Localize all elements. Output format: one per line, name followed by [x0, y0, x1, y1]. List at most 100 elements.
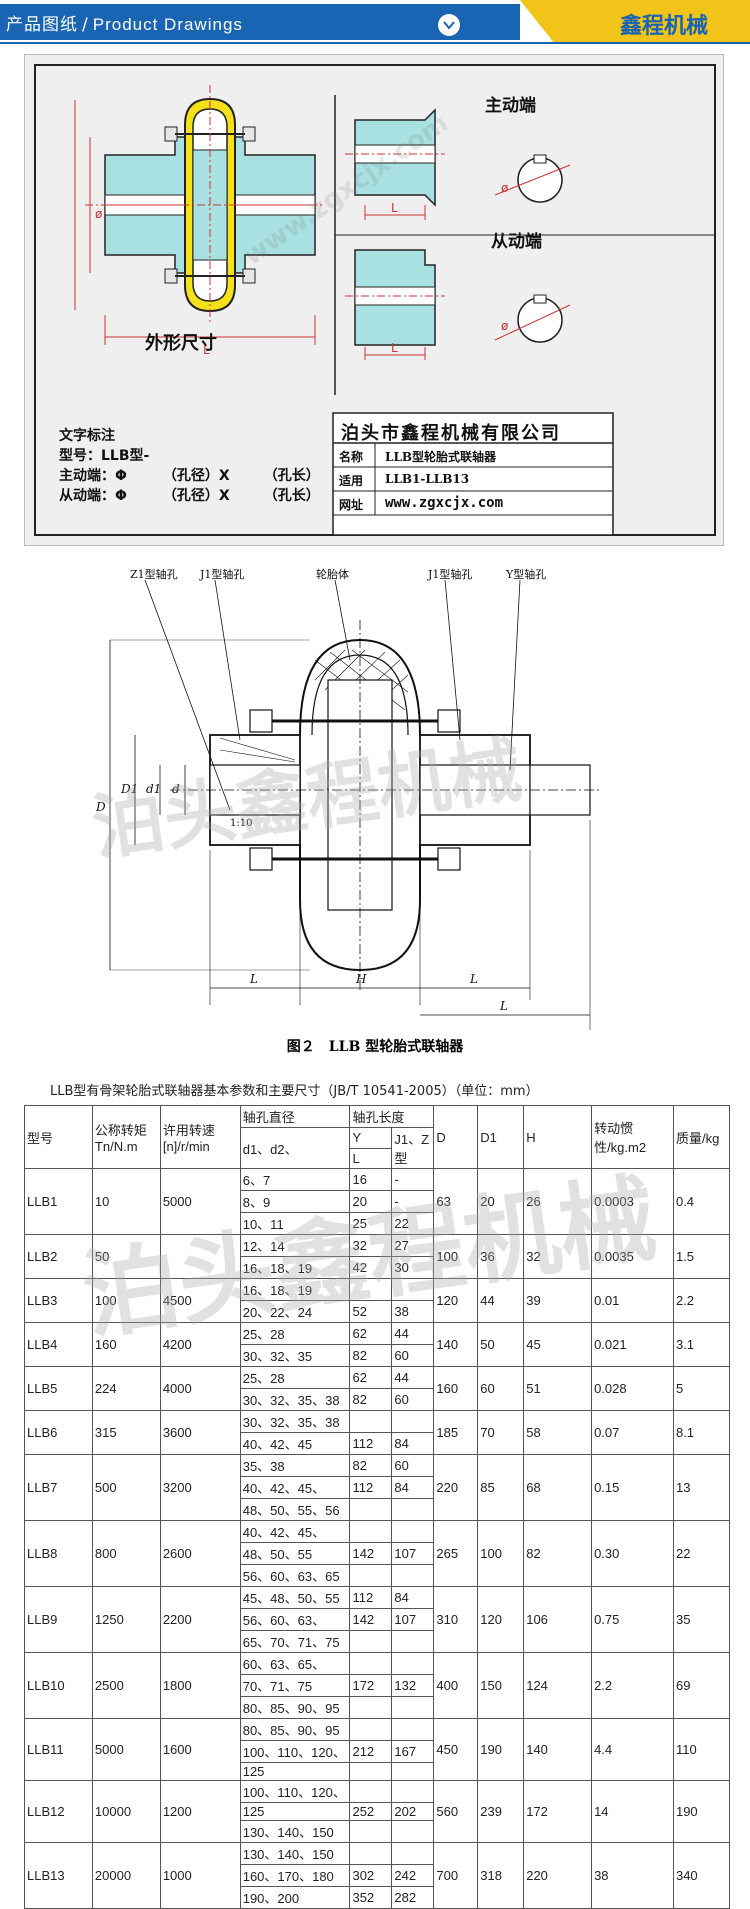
driving-line-label: 主动端： — [59, 468, 115, 484]
cell-torque: 10 — [91, 1168, 161, 1235]
cell-len-j — [391, 1718, 435, 1741]
driving-line-phi: Φ — [115, 468, 127, 484]
header-len-y: Y — [349, 1127, 393, 1149]
header-underline — [0, 42, 750, 44]
cell-len-y — [349, 1498, 393, 1521]
cell-inertia: 38 — [591, 1842, 674, 1909]
cell-torque: 50 — [91, 1234, 161, 1279]
cell-len-y: 352 — [349, 1886, 393, 1909]
cell-len-j: 242 — [391, 1864, 435, 1887]
chevron-down-circle-icon[interactable] — [438, 14, 460, 36]
cell-len-y: 252 — [349, 1802, 393, 1821]
header-speed: 许用转速[n]/r/min — [159, 1105, 241, 1169]
row-value-website: www.zgxcjx.com — [385, 495, 504, 511]
header-len-j1z: J1、Z型 — [391, 1127, 435, 1169]
cell-speed: 1800 — [159, 1652, 241, 1719]
cell-len-j — [391, 1410, 435, 1433]
label-j1-bore-left: J1型轴孔 — [200, 568, 245, 581]
cell-len-j: 202 — [391, 1802, 435, 1821]
cell-D1: 50 — [477, 1322, 525, 1367]
cell-mass: 8.1 — [672, 1410, 731, 1455]
cell-D: 700 — [433, 1842, 479, 1909]
cell-D: 310 — [433, 1586, 479, 1653]
cell-len-j — [391, 1278, 435, 1301]
header-len-L: L — [349, 1147, 393, 1169]
parameter-table: 型号 公称转矩Tn/N.m 许用转速[n]/r/min 轴孔直径 轴孔长度 D … — [24, 1105, 731, 1909]
cell-bore: 130、140、150 — [239, 1820, 351, 1843]
dim-L-bottom: L — [500, 999, 508, 1013]
cell-model: LLB12 — [24, 1780, 93, 1843]
cell-speed: 3600 — [159, 1410, 241, 1455]
driving-end-section — [345, 108, 571, 220]
cell-D1: 44 — [477, 1278, 525, 1323]
cell-len-j: 60 — [391, 1344, 435, 1367]
cell-len-j: 107 — [391, 1608, 435, 1631]
cell-len-j: 167 — [391, 1740, 435, 1763]
cell-len-j — [391, 1696, 435, 1719]
cell-len-y: 25 — [349, 1212, 393, 1235]
cell-model: LLB4 — [24, 1322, 93, 1367]
cell-H: 106 — [523, 1586, 593, 1653]
cell-bore: 25、28 — [239, 1322, 351, 1345]
cell-mass: 2.2 — [672, 1278, 731, 1323]
cell-torque: 224 — [91, 1366, 161, 1411]
cell-H: 172 — [523, 1780, 593, 1843]
cell-torque: 160 — [91, 1322, 161, 1367]
cell-len-y: 42 — [349, 1256, 393, 1279]
cell-bore: 35、38 — [239, 1454, 351, 1477]
header-length-group: 轴孔长度 — [349, 1105, 435, 1128]
driving-line-len: （孔长） — [263, 468, 320, 484]
cell-len-j: 107 — [391, 1542, 435, 1565]
cell-bore: 65、70、71、75 — [239, 1630, 351, 1653]
cell-H: 140 — [523, 1718, 593, 1781]
table-row: 56、60、63、65 — [25, 1564, 730, 1587]
cell-len-y — [349, 1652, 393, 1675]
cell-len-y — [349, 1564, 393, 1587]
driven-line-label: 从动端： — [59, 488, 115, 504]
cell-len-j — [391, 1520, 435, 1543]
cell-D: 220 — [433, 1454, 479, 1521]
cell-model: LLB8 — [24, 1520, 93, 1587]
cell-bore: 30、32、35 — [239, 1344, 351, 1367]
cell-H: 26 — [523, 1168, 593, 1235]
page-header: 产品图纸/Product Drawings 鑫程机械 — [0, 0, 750, 44]
header-torque: 公称转矩Tn/N.m — [91, 1105, 161, 1169]
cell-D1: 70 — [477, 1410, 525, 1455]
header-D1: D1 — [477, 1105, 525, 1169]
cell-bore: 80、85、90、95 — [239, 1718, 351, 1741]
header-D: D — [433, 1105, 479, 1169]
cell-model: LLB6 — [24, 1410, 93, 1455]
label-z1-bore: Z1型轴孔 — [130, 568, 178, 581]
cell-len-j: - — [391, 1168, 435, 1191]
cell-len-y — [349, 1278, 393, 1301]
cell-bore: 80、85、90、95 — [239, 1696, 351, 1719]
label-y-bore: Y型轴孔 — [506, 568, 547, 581]
header-inertia: 转动惯性/kg.m2 — [591, 1105, 674, 1169]
cell-H: 124 — [523, 1652, 593, 1719]
cell-bore: 70、71、75 — [239, 1674, 351, 1697]
cell-mass: 13 — [672, 1454, 731, 1521]
cell-mass: 22 — [672, 1520, 731, 1587]
section-title-en: Product Drawings — [92, 15, 243, 34]
table-row: 125 — [25, 1762, 730, 1781]
cell-len-y — [349, 1520, 393, 1543]
cell-len-j: - — [391, 1190, 435, 1213]
cell-bore: 125 — [239, 1762, 351, 1781]
cell-D: 185 — [433, 1410, 479, 1455]
table-row: 130、140、150 — [25, 1820, 730, 1843]
cell-mass: 0.4 — [672, 1168, 731, 1235]
cell-len-y: 62 — [349, 1366, 393, 1389]
cell-model: LLB13 — [24, 1842, 93, 1909]
cell-len-y: 20 — [349, 1190, 393, 1213]
dim-D: D — [96, 800, 106, 814]
cell-len-j: 84 — [391, 1432, 435, 1455]
